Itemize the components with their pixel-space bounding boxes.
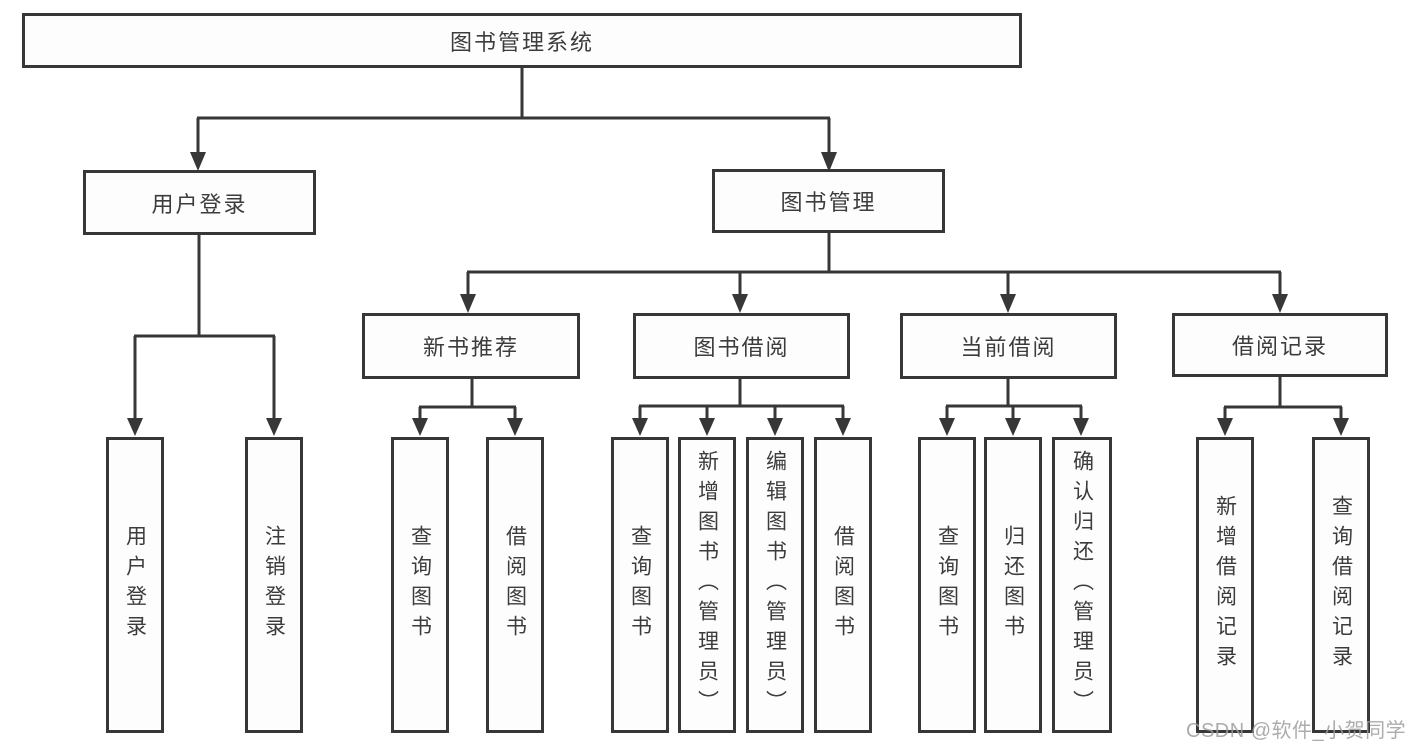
- leaf-borrow-books-borrow: 借阅图书: [814, 437, 872, 733]
- csdn-watermark: CSDN @软件_小贺同学: [1186, 720, 1405, 742]
- leaf-query-books-recommend: 查询图书: [391, 437, 449, 733]
- node-user-login-label: 用户登录: [151, 191, 248, 217]
- node-borrow-records-label: 借阅记录: [1231, 334, 1328, 359]
- arrowheads-level3: [460, 294, 1288, 313]
- leaf-return-book: 归还图书: [984, 437, 1042, 733]
- leaf-user-login-label: 用户登录: [123, 525, 147, 645]
- leaf-borrow-books-recommend: 借阅图书: [486, 437, 544, 733]
- leaf-edit-book-admin: 编辑图书（管理员）: [746, 437, 804, 733]
- arrowheads-new-book-leaves: [412, 418, 523, 436]
- leaf-query-books-recommend-label: 查询图书: [408, 525, 432, 645]
- connector-new-book-recommend: [418, 379, 517, 420]
- node-book-borrow-label: 图书借阅: [693, 335, 790, 360]
- leaf-logout: 注销登录: [245, 437, 303, 733]
- leaf-confirm-return-admin: 确认归还（管理员）: [1052, 437, 1112, 733]
- node-user-login: 用户登录: [83, 170, 316, 235]
- leaf-query-books-borrow-label: 查询图书: [628, 525, 652, 645]
- connector-book-management: [466, 233, 1282, 296]
- node-book-management-label: 图书管理: [780, 190, 877, 215]
- node-root: 图书管理系统: [22, 13, 1022, 68]
- leaf-add-borrow-record-label: 新增借阅记录: [1213, 495, 1237, 675]
- leaf-user-login: 用户登录: [106, 437, 164, 733]
- connector-root: [196, 68, 831, 154]
- leaf-return-book-label: 归还图书: [1001, 525, 1025, 645]
- leaf-query-borrow-record-label: 查询借阅记录: [1329, 495, 1353, 675]
- node-borrow-records: 借阅记录: [1172, 313, 1388, 377]
- leaf-query-books-current: 查询图书: [918, 437, 976, 733]
- node-root-label: 图书管理系统: [449, 29, 594, 55]
- node-new-book-recommend-label: 新书推荐: [422, 335, 519, 360]
- connector-book-borrow: [638, 379, 845, 420]
- connector-current-borrow: [945, 379, 1083, 420]
- leaf-borrow-books-recommend-label: 借阅图书: [503, 525, 527, 645]
- node-current-borrow: 当前借阅: [900, 313, 1117, 379]
- connector-user-login: [133, 235, 276, 420]
- leaf-borrow-books-borrow-label: 借阅图书: [831, 525, 855, 645]
- leaf-edit-book-admin-label: 编辑图书（管理员）: [763, 450, 787, 720]
- leaf-logout-label: 注销登录: [262, 525, 286, 645]
- leaf-add-borrow-record: 新增借阅记录: [1196, 437, 1254, 733]
- arrowheads-book-borrow-leaves: [632, 418, 851, 436]
- node-current-borrow-label: 当前借阅: [960, 335, 1057, 360]
- leaf-query-borrow-record: 查询借阅记录: [1312, 437, 1370, 733]
- leaf-query-books-borrow: 查询图书: [611, 437, 669, 733]
- leaf-add-book-admin-label: 新增图书（管理员）: [695, 450, 719, 720]
- node-new-book-recommend: 新书推荐: [362, 313, 580, 379]
- leaf-confirm-return-admin-label: 确认归还（管理员）: [1070, 450, 1094, 720]
- leaf-add-book-admin: 新增图书（管理员）: [678, 437, 736, 733]
- arrowheads-user-login-leaves: [127, 418, 282, 436]
- arrowheads-current-borrow-leaves: [939, 418, 1089, 436]
- arrowheads-borrow-records-leaves: [1217, 418, 1349, 436]
- node-book-management: 图书管理: [712, 169, 945, 233]
- leaf-query-books-current-label: 查询图书: [935, 525, 959, 645]
- node-book-borrow: 图书借阅: [633, 313, 850, 379]
- connector-borrow-records: [1223, 377, 1343, 420]
